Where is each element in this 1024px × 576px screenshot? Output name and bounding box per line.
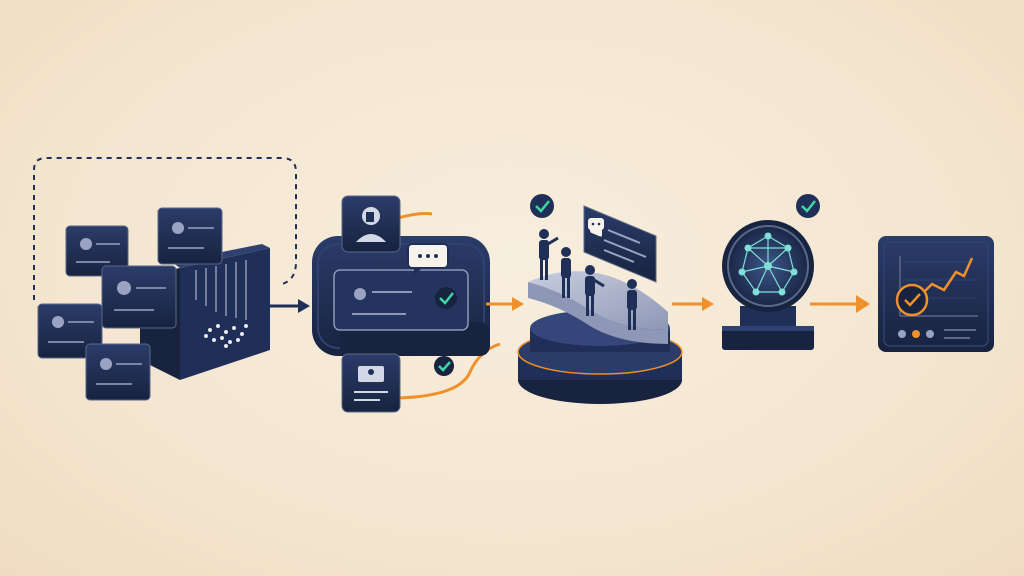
profile-card: [157, 207, 223, 265]
profile-card: [101, 265, 177, 329]
check-circle-icon: [796, 194, 820, 218]
person-icon: [561, 247, 571, 298]
chat-window: [333, 269, 469, 331]
profile-card: [37, 303, 103, 359]
discussion-panel: [583, 205, 657, 283]
person-icon: [627, 279, 637, 330]
podium: [517, 271, 683, 404]
stage-collect: [33, 157, 297, 401]
speech-bubble-icon: [407, 243, 449, 276]
person-icon: [539, 229, 559, 280]
check-circle-icon: [530, 194, 554, 218]
connector-arrow: [270, 299, 310, 313]
check-mark-icon: [434, 356, 454, 376]
reviewer-avatar-card: [341, 195, 401, 253]
stage-result: [878, 236, 994, 352]
team-members: [539, 229, 637, 330]
globe-stand: [722, 306, 814, 350]
stage-analyze: [722, 194, 820, 350]
network-globe-icon: [722, 220, 814, 312]
profile-card: [85, 343, 151, 401]
check-circle-icon: [435, 287, 457, 309]
profile-card: [65, 225, 129, 277]
check-circle-icon: [895, 283, 929, 317]
connector-arrow: [486, 297, 524, 311]
connector-arrow: [810, 295, 870, 313]
person-icon: [585, 265, 605, 316]
connector-arrow: [672, 297, 714, 311]
speech-bubble-icon: [588, 218, 604, 230]
dashed-loop-path: [33, 157, 297, 300]
document-card: [341, 353, 401, 413]
stage-review: [312, 195, 501, 413]
stage-discuss: [517, 194, 683, 404]
growth-dashboard-icon: [878, 236, 994, 352]
